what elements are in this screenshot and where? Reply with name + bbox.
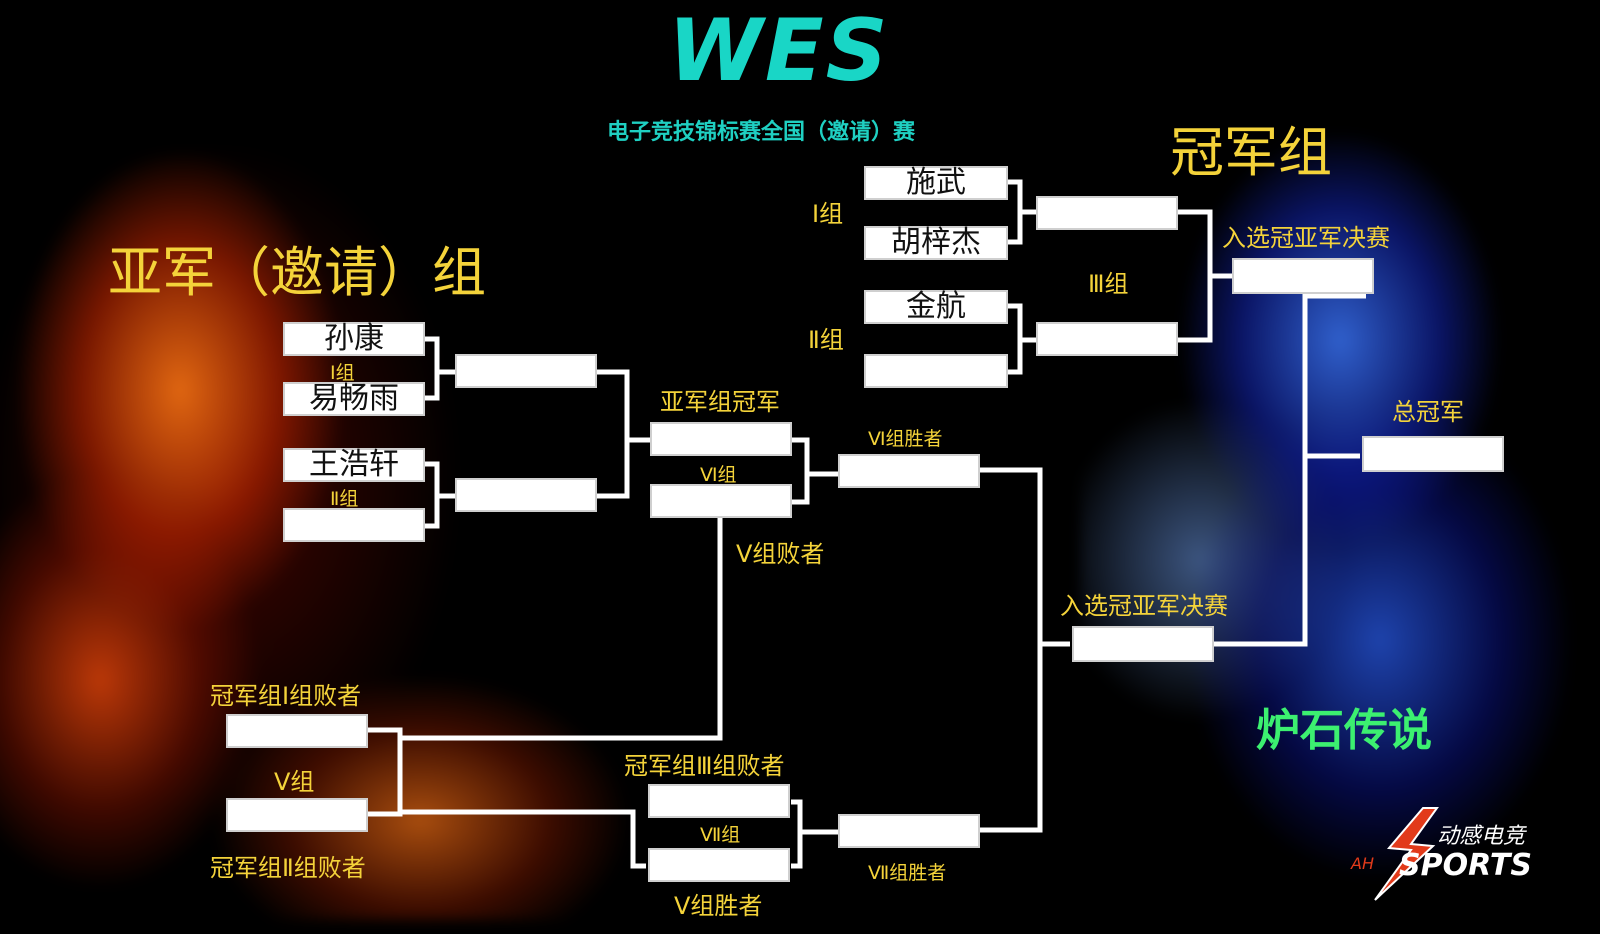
player-slot: 施武	[864, 166, 1008, 200]
connector	[1006, 303, 1038, 375]
champ-g2-loser-slot	[226, 798, 368, 832]
final-entry-label: 入选冠亚军决赛	[1222, 224, 1390, 252]
group-label: Ⅱ组	[330, 488, 359, 510]
player-slot: 胡梓杰	[864, 226, 1008, 260]
advance-slot	[1036, 322, 1178, 356]
group6-winner-slot	[838, 454, 980, 488]
group-label: Ⅶ组	[700, 824, 741, 846]
player-slot	[864, 354, 1008, 388]
player-slot	[283, 508, 425, 542]
runner-up-group-title: 亚军（邀请）组	[108, 241, 486, 304]
group-label: Ⅴ组	[274, 768, 315, 796]
grand-champion-slot	[1362, 436, 1504, 472]
champion-group-title: 冠军组	[1170, 121, 1332, 184]
grand-champion-label: 总冠军	[1392, 398, 1464, 426]
connector	[418, 336, 455, 401]
lightning-icon	[1374, 807, 1439, 901]
group-label: Ⅲ组	[1088, 270, 1129, 298]
connector	[367, 727, 403, 817]
wes-logo: WES	[668, 1, 890, 101]
advance-slot	[455, 354, 597, 388]
player-slot: 孙康	[283, 322, 425, 356]
runner-up-winner-slot	[650, 422, 792, 456]
group5-loser-label: Ⅴ组败者	[736, 540, 825, 568]
player-slot: 易畅雨	[283, 382, 425, 416]
connector	[1176, 209, 1232, 343]
player-slot: 王浩轩	[283, 448, 425, 482]
champ-g3-loser-label: 冠军组Ⅲ组败者	[624, 752, 785, 780]
champ-g1-loser-label: 冠军组Ⅰ组败者	[210, 682, 362, 710]
group5-winner-slot	[648, 848, 790, 882]
event-subtitle: 电子竞技锦标赛全国（邀请）赛	[607, 120, 916, 145]
advance-slot	[455, 478, 597, 512]
sponsor-prefix: AH	[1351, 854, 1374, 873]
connector	[595, 369, 650, 499]
game-title: 炉石传说	[1256, 705, 1432, 756]
group5-winner-label: Ⅴ组胜者	[674, 892, 763, 920]
connector	[400, 518, 723, 741]
group-label: Ⅵ组	[700, 464, 737, 486]
group-label: Ⅱ组	[808, 326, 844, 354]
group5-loser-slot	[650, 484, 792, 518]
connector	[791, 437, 838, 505]
champ-g1-loser-slot	[226, 714, 368, 748]
runner-up-winner-label: 亚军组冠军	[660, 388, 780, 416]
connector	[1006, 179, 1038, 245]
connector	[418, 461, 455, 529]
champ-g3-loser-slot	[648, 784, 790, 818]
connector	[791, 799, 838, 869]
connector	[1212, 293, 1366, 647]
group-label: Ⅰ组	[812, 200, 844, 228]
sports-logo: 动感电竞 SPORTS AH	[1345, 800, 1532, 910]
advance-slot	[1036, 196, 1178, 230]
champ-g2-loser-label: 冠军组Ⅱ组败者	[210, 854, 366, 882]
sponsor-cn-text: 动感电竞	[1437, 824, 1526, 849]
group6-winner-label: Ⅵ组胜者	[868, 428, 943, 450]
group7-winner-slot	[838, 814, 980, 848]
connector	[400, 809, 646, 869]
group-label: Ⅰ组	[330, 362, 355, 384]
blue-flame-background	[1080, 40, 1600, 900]
sponsor-en-text: SPORTS	[1399, 848, 1532, 883]
final-entry-label: 入选冠亚军决赛	[1060, 592, 1228, 620]
final-entry-slot	[1232, 258, 1374, 294]
player-slot: 金航	[864, 290, 1008, 324]
connector	[978, 467, 1070, 833]
final-entry-slot	[1072, 626, 1214, 662]
group7-winner-label: Ⅶ组胜者	[868, 862, 947, 884]
